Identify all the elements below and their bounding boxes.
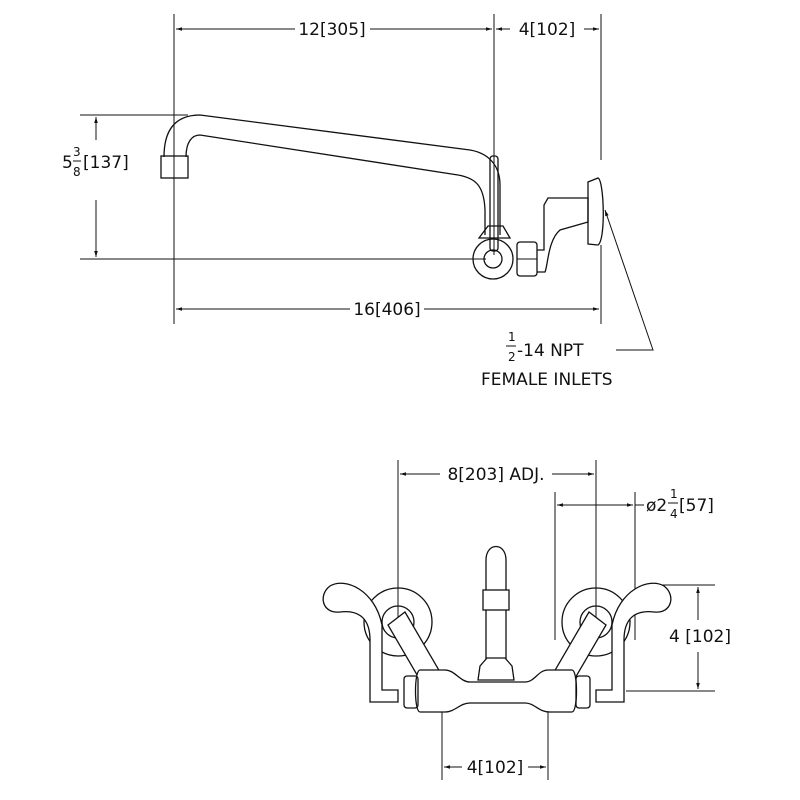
valve-body xyxy=(472,238,514,280)
svg-text:FEMALE INLETS: FEMALE INLETS xyxy=(481,370,613,390)
svg-text:[57]: [57] xyxy=(679,496,714,516)
faucet-body xyxy=(414,669,578,713)
svg-text:1: 1 xyxy=(508,330,516,344)
svg-text:ø2: ø2 xyxy=(646,496,667,516)
right-bonnet xyxy=(575,675,591,709)
right-wrist-handle xyxy=(595,582,672,703)
left-flange xyxy=(363,587,433,657)
left-bonnet xyxy=(403,675,419,709)
svg-text:2: 2 xyxy=(508,350,516,364)
dim-flange-diameter: ø2 1 4 [57] xyxy=(646,487,714,521)
dim-wall-offset: 4[102] xyxy=(519,20,576,40)
aerator xyxy=(160,155,189,179)
inlet-elbow xyxy=(537,197,589,273)
left-wrist-handle xyxy=(322,582,399,703)
svg-text:1: 1 xyxy=(670,487,678,501)
right-flange xyxy=(561,587,631,657)
svg-text:8: 8 xyxy=(73,165,81,179)
inlet-note: 1 2 -14 NPT FEMALE INLETS xyxy=(481,330,613,390)
svg-text:5: 5 xyxy=(62,153,73,173)
svg-text:3: 3 xyxy=(73,145,81,159)
side-view: 12[305] 4[102] 16[406] 5 3 8 [137] 1 xyxy=(62,14,654,390)
handle-lever xyxy=(489,155,499,252)
svg-text:-14 NPT: -14 NPT xyxy=(517,341,584,361)
dim-overall-length: 16[406] xyxy=(353,300,420,320)
spout xyxy=(163,114,501,235)
dim-height: 5 3 8 [137] xyxy=(62,145,129,179)
dim-centers-adj: 8[203] ADJ. xyxy=(447,465,544,485)
svg-text:[137]: [137] xyxy=(83,153,129,173)
dim-spout-reach: 12[305] xyxy=(298,20,365,40)
dim-handle-height: 4 [102] xyxy=(669,627,731,647)
dim-body-centers: 4[102] xyxy=(467,758,524,778)
svg-text:4: 4 xyxy=(670,507,678,521)
front-view: 8[203] ADJ. ø2 1 4 [57] 4 [102] 4[102] xyxy=(322,460,731,780)
wall-flange xyxy=(587,177,604,246)
